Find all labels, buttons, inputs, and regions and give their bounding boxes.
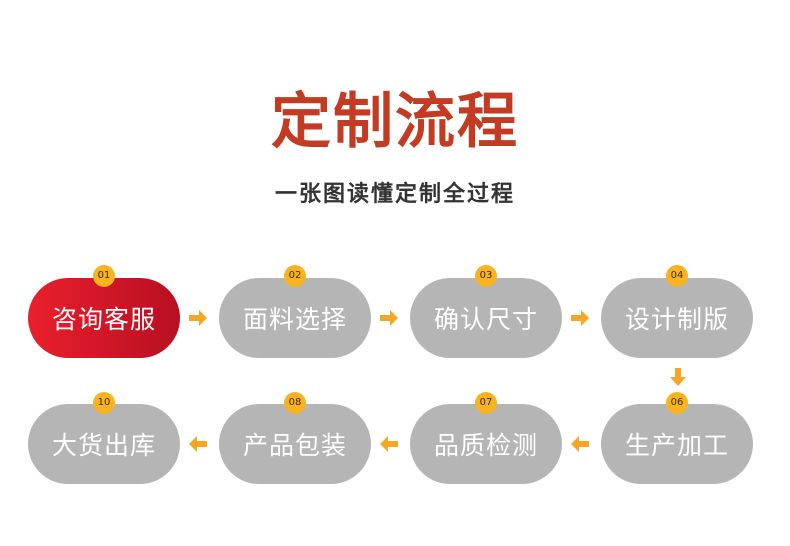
step-shipment[interactable]: 大货出库 <box>28 404 180 484</box>
step-inspection[interactable]: 品质检测 <box>410 404 562 484</box>
step-label: 产品包装 <box>242 431 347 460</box>
step-number-badge: 04 <box>666 265 688 287</box>
step-production[interactable]: 生产加工 <box>601 404 753 484</box>
arrow-right-icon <box>377 306 401 330</box>
arrow-right-icon <box>568 306 592 330</box>
step-label: 品质检测 <box>433 431 538 460</box>
step-label: 大货出库 <box>51 431 156 460</box>
step-size[interactable]: 确认尺寸 <box>410 278 562 358</box>
step-label: 面料选择 <box>242 305 347 334</box>
arrow-left-icon <box>186 432 210 456</box>
step-consult[interactable]: 咨询客服 <box>28 278 180 358</box>
step-label: 设计制版 <box>624 305 729 334</box>
step-number-badge: 10 <box>93 392 115 414</box>
step-number-badge: 03 <box>475 265 497 287</box>
step-number-badge: 07 <box>475 392 497 414</box>
step-number-badge: 06 <box>666 392 688 414</box>
step-fabric[interactable]: 面料选择 <box>219 278 371 358</box>
page-title: 定制流程 <box>271 87 519 157</box>
step-label: 确认尺寸 <box>433 305 538 334</box>
step-label: 生产加工 <box>624 431 729 460</box>
step-number-badge: 02 <box>284 265 306 287</box>
step-packaging[interactable]: 产品包装 <box>219 404 371 484</box>
step-number-badge: 01 <box>93 265 115 287</box>
arrow-right-icon <box>186 306 210 330</box>
arrow-down-icon <box>666 365 690 389</box>
page-subtitle: 一张图读懂定制全过程 <box>274 182 515 207</box>
step-number-badge: 08 <box>284 392 306 414</box>
step-design[interactable]: 设计制版 <box>601 278 753 358</box>
step-label: 咨询客服 <box>51 305 156 334</box>
arrow-left-icon <box>568 432 592 456</box>
arrow-left-icon <box>377 432 401 456</box>
